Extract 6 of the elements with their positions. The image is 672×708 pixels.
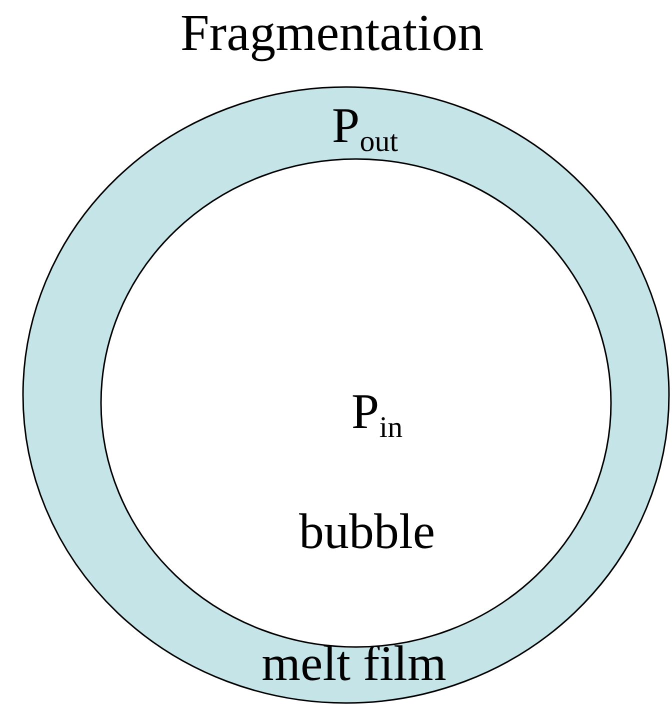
pressure-label: P$_{out}$ <box>332 100 398 157</box>
region-label: melt film <box>262 638 446 688</box>
melt-film-ring <box>22 86 670 704</box>
pressure-label: P$_{in}$ <box>351 386 403 443</box>
region-label: bubble <box>298 506 436 556</box>
diagram-title: Fragmentation <box>180 8 484 60</box>
